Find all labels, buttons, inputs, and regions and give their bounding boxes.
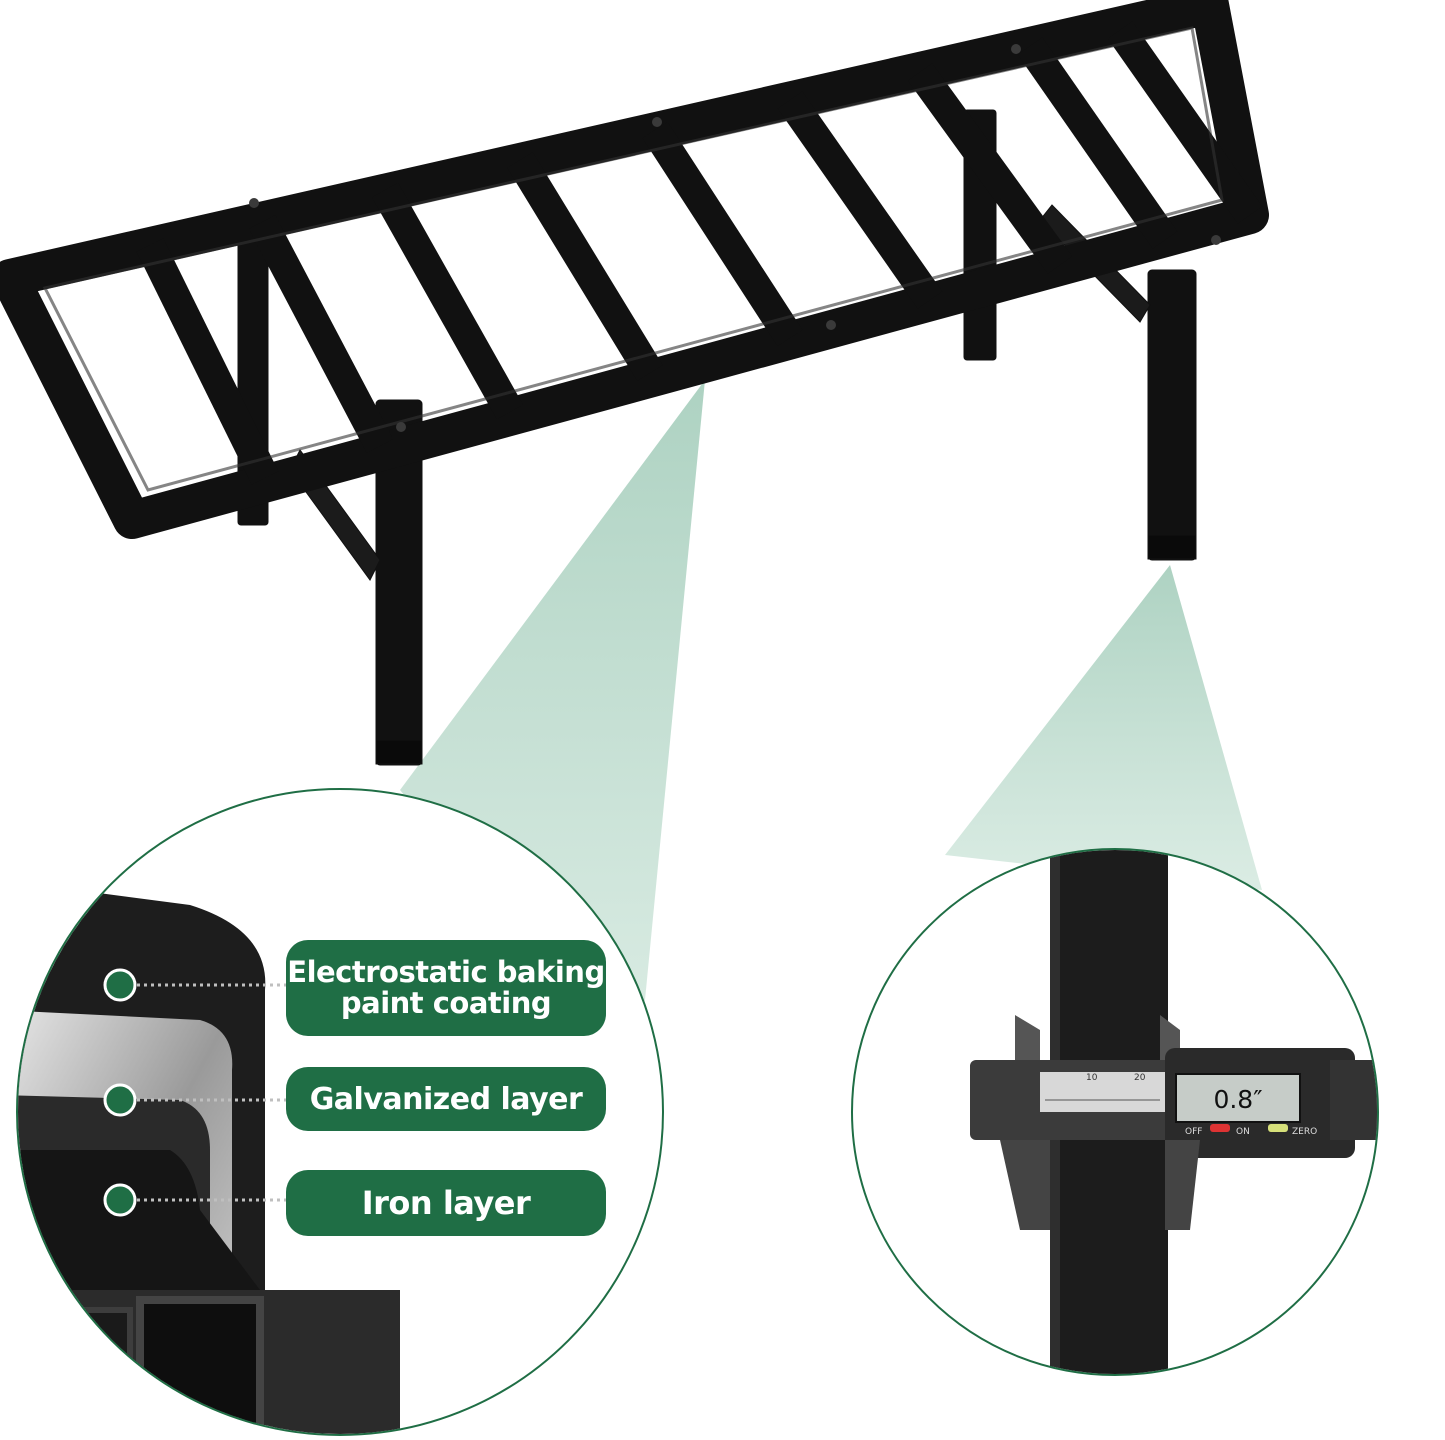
bench-frame <box>0 0 1269 766</box>
callout-galvanized: Galvanized layer <box>286 1067 606 1131</box>
marker-iron <box>103 1183 137 1217</box>
caliper-reading: 0.8″ <box>1213 1084 1263 1114</box>
magnify-beam-right <box>945 565 1262 890</box>
callout-coating-line2: paint coating <box>340 986 552 1020</box>
callout-iron: Iron layer <box>286 1170 606 1236</box>
callout-coating-line1: Electrostatic baking <box>287 955 605 989</box>
caliper-scale-20: 20 <box>1134 1073 1146 1083</box>
callout-coating: Electrostatic baking paint coating <box>286 940 606 1036</box>
screw-heads <box>249 44 1221 432</box>
caliper-off-label: OFF <box>1185 1127 1203 1137</box>
magnify-beam-left <box>400 380 705 1060</box>
callout-connectors <box>130 983 286 1202</box>
caliper-on-label: ON <box>1236 1127 1250 1137</box>
caliper-illustration <box>970 850 1377 1374</box>
callout-iron-label: Iron layer <box>361 1184 531 1222</box>
callout-dots <box>103 968 137 1217</box>
callout-galvanized-label: Galvanized layer <box>309 1081 583 1117</box>
caliper-scale-10: 10 <box>1086 1073 1098 1083</box>
marker-coating <box>103 968 137 1002</box>
marker-galvanized <box>103 1083 137 1117</box>
caliper-zero-label: ZERO <box>1292 1127 1318 1137</box>
